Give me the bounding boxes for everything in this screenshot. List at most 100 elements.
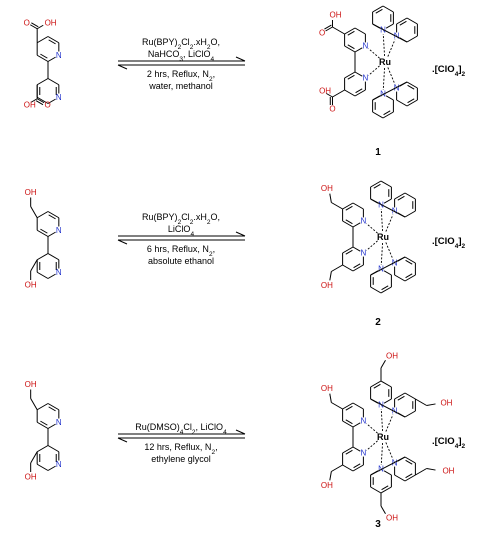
bond [385,95,394,101]
nitrogen-atom: N [361,417,367,426]
bond [426,403,436,406]
bond [47,211,60,219]
coordination-bond [385,242,394,260]
bond [36,36,49,44]
bond [331,202,343,210]
hydroxyl-label: OH [386,351,398,360]
bond [406,35,418,43]
bond [354,47,363,53]
pyridine-ring: N [392,192,416,218]
oxygen-atom: O [24,18,30,27]
bond [370,180,382,188]
bond [36,253,49,261]
nitrogen-atom: N [361,217,367,226]
bond [47,403,60,411]
bond [329,471,332,481]
pyridine-ring: N [370,180,392,210]
coordination-bond [382,33,386,57]
bond [382,111,394,119]
bond [36,96,49,104]
bond [372,81,408,101]
bond [352,446,361,452]
bond [36,78,49,86]
bond [342,202,354,210]
pyridine-ring: N [36,211,62,237]
bond [342,246,354,254]
nitrogen-atom: N [363,42,369,51]
bond [404,210,416,218]
hydroxymethyl-group: OH [415,398,453,408]
bond [47,56,56,62]
reaction-condition-line: Ru(DMSO)4Cl2, LiClO4 [135,422,227,436]
nitrogen-atom: N [56,51,62,60]
bond [404,410,416,418]
hydroxyl-label: OH [321,384,333,393]
bond [370,256,406,276]
hydroxymethyl-group: OH [25,451,38,482]
bond [394,274,406,282]
bond [370,456,406,476]
bond [329,393,332,403]
coordination-bond [366,240,378,251]
bond [354,27,366,35]
pyridine-ring: N [344,71,369,97]
coordination-bond [382,67,386,91]
bond [345,449,353,455]
bond [345,419,353,425]
nitrogen-atom: N [361,249,367,258]
bond [331,402,343,410]
bond [345,249,353,255]
bond [48,214,56,220]
bond [36,211,49,219]
bond [342,446,354,454]
bond [373,183,381,189]
bond [352,264,364,272]
bond [36,403,49,411]
reaction-condition-line: 6 hrs, Reflux, N2, [147,244,215,258]
bond [380,180,392,188]
bond [405,473,413,479]
bond [396,99,408,107]
bond [30,259,38,272]
bond [344,27,356,35]
hydroxymethyl-group: OH [25,380,38,410]
bond [345,219,353,225]
oxygen-atom: O [319,29,325,38]
nitrogen-atom: N [56,418,62,427]
bond [36,421,49,429]
bond [394,392,406,400]
pyridine-ring: N [370,380,392,410]
bond [36,445,49,453]
bond [383,110,391,116]
reaction-condition-line: LiClO4 [168,224,195,238]
pyridine-ring: N [36,253,62,279]
bond [380,505,386,515]
coordination-bond [380,208,384,232]
hydroxyl-label: OH [321,184,333,193]
hydroxyl-label: OH [25,380,37,389]
hydroxymethyl-group: OH [380,493,398,523]
counter-anion-label: .[ClO4]2 [432,64,466,78]
bond [47,273,56,279]
reaction-condition-line: absolute ethanol [148,256,214,266]
nitrogen-atom: N [56,226,62,235]
oxygen-atom: O [329,105,335,114]
coordination-bond [368,48,380,59]
nitrogen-atom: N [392,459,398,468]
bond [372,111,384,119]
pyridine-ring: N [392,256,416,282]
hydroxymethyl-group: OH [321,184,343,210]
bond [380,486,392,494]
pyridine-ring: N [392,392,416,418]
bond [352,402,364,410]
forward-arrow-head [235,56,246,62]
bond [383,470,392,476]
pyridine-ring: N [342,402,367,428]
bond [383,198,392,204]
